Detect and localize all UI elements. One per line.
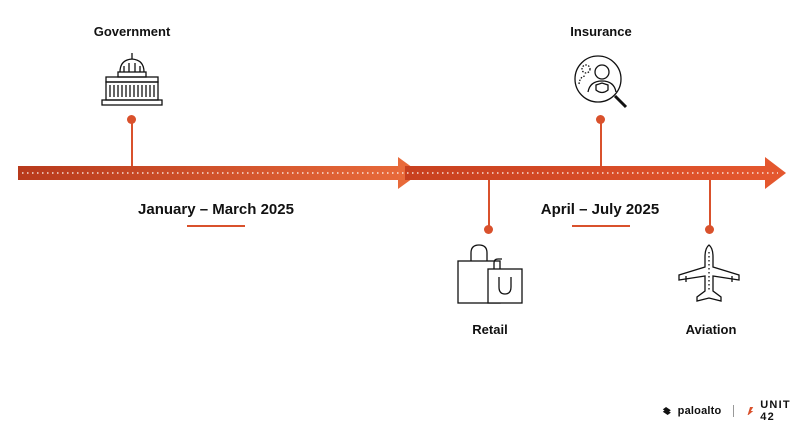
connector-stem-aviation	[709, 180, 711, 228]
footer-logos: paloalto UNIT 42	[662, 399, 800, 423]
event-label-retail: Retail	[472, 322, 508, 337]
shopping-bags-icon	[457, 244, 523, 304]
footer-divider	[733, 405, 735, 417]
connector-stem-insurance	[600, 120, 602, 166]
period-underline-1	[187, 225, 245, 227]
footer-unit: UNIT 42	[760, 399, 791, 423]
period-label-2: April – July 2025	[540, 201, 660, 218]
connector-dot-aviation	[705, 225, 714, 234]
connector-dot-government	[127, 115, 136, 124]
connector-dot-retail	[484, 225, 493, 234]
unit42-logo-icon	[747, 406, 754, 416]
paloalto-logo-icon	[662, 406, 671, 416]
footer-brand: paloalto	[677, 405, 722, 417]
airplane-icon	[678, 244, 740, 302]
insurance-person-search-icon	[574, 55, 628, 109]
period-label-1: January – March 2025	[138, 201, 294, 218]
timeline-arrowhead-2	[765, 157, 786, 189]
connector-dot-insurance	[596, 115, 605, 124]
timeline-segment-1	[18, 166, 410, 180]
timeline-arrow	[18, 157, 786, 189]
connector-stem-retail	[488, 180, 490, 228]
event-label-government: Government	[93, 24, 171, 39]
connector-stem-government	[131, 120, 133, 166]
event-label-insurance: Insurance	[570, 24, 632, 39]
capitol-building-icon	[101, 53, 163, 106]
event-label-aviation: Aviation	[685, 322, 737, 337]
period-underline-2	[572, 225, 630, 227]
